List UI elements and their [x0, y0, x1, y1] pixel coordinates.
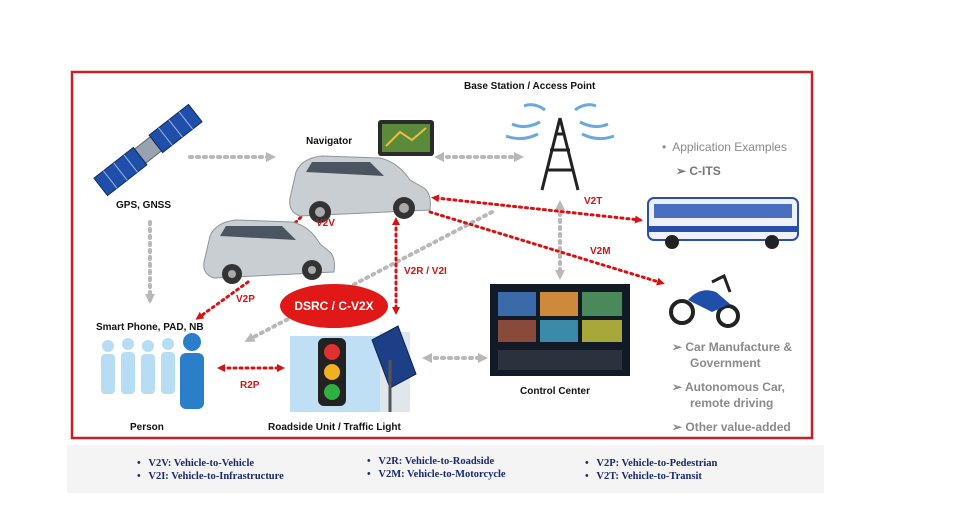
app-item-text: C-ITS — [689, 164, 721, 178]
base-station-label: Base Station / Access Point — [464, 81, 596, 92]
app-item-text: Other value-added — [685, 420, 791, 434]
base-to-phone-link — [244, 210, 494, 342]
car-second-icon — [203, 219, 335, 284]
legend-column-2: • V2R: Vehicle-to-Roadside • V2M: Vehicl… — [367, 456, 506, 482]
dsrc-label: DSRC / C-V2X — [294, 299, 374, 313]
legend-item: • V2I: Vehicle-to-Infrastructure — [137, 471, 284, 482]
v2v-label: V2V — [316, 218, 335, 229]
legend-item: • V2T: Vehicle-to-Transit — [585, 471, 702, 482]
legend-item: • V2R: Vehicle-to-Roadside — [367, 456, 495, 467]
legend-item-text: V2I: Vehicle-to-Infrastructure — [148, 471, 284, 482]
person-label: Person — [130, 422, 164, 433]
legend-column-3: • V2P: Vehicle-to-Pedestrian • V2T: Vehi… — [585, 458, 717, 484]
gray-links — [145, 152, 565, 363]
legend-band — [67, 445, 824, 493]
solar-panel-icon — [371, 325, 417, 412]
satellite-icon — [93, 103, 203, 197]
legend-item-text: V2M: Vehicle-to-Motorcycle — [378, 469, 506, 480]
app-item-autonomous-car: ➢ Autonomous Car, — [672, 380, 785, 394]
dsrc-badge: DSRC / C-V2X — [280, 284, 388, 328]
legend-column-1: • V2V: Vehicle-to-Vehicle • V2I: Vehicle… — [137, 458, 284, 484]
motorcycle-icon — [669, 273, 740, 328]
v2p-link — [195, 280, 250, 320]
app-heading-text: Application Examples — [672, 140, 787, 154]
app-item-text: remote driving — [690, 396, 774, 410]
app-item-c-its: ➢ C-ITS — [676, 164, 721, 178]
control-center-label: Control Center — [520, 386, 590, 397]
v2r-label: V2R / V2I — [404, 266, 447, 277]
v2m-link — [428, 210, 665, 286]
v2p-label: V2P — [236, 294, 255, 305]
legend-item-text: V2R: Vehicle-to-Roadside — [378, 456, 495, 467]
smartphone-label: Smart Phone, PAD, NB — [96, 322, 204, 333]
app-item-text: Autonomous Car, — [684, 380, 785, 394]
app-item-text: Car Manufacture & — [685, 340, 793, 354]
legend-item: • V2P: Vehicle-to-Pedestrian — [585, 458, 718, 469]
v2t-link — [431, 194, 643, 224]
legend-item-text: V2P: Vehicle-to-Pedestrian — [596, 458, 718, 469]
traffic-light-icon — [290, 336, 382, 412]
r2p-label: R2P — [240, 380, 260, 391]
legend-item-text: V2T: Vehicle-to-Transit — [596, 471, 702, 482]
tower-icon — [505, 103, 615, 191]
v2m-label: V2M — [590, 246, 611, 257]
app-item-government: Government — [690, 356, 761, 370]
people-icon — [101, 333, 204, 409]
v2t-label: V2T — [584, 196, 603, 207]
app-item-other-value-added: ➢ Other value-added — [672, 420, 791, 434]
car-main-icon — [289, 155, 431, 223]
navigator-label: Navigator — [306, 136, 353, 147]
app-item-remote-driving: remote driving — [690, 396, 773, 410]
app-heading: • Application Examples — [662, 140, 787, 154]
legend-item: • V2V: Vehicle-to-Vehicle — [137, 458, 255, 469]
gps-label: GPS, GNSS — [116, 200, 172, 211]
navigator-device-icon — [378, 120, 434, 156]
roadside-label: Roadside Unit / Traffic Light — [268, 422, 401, 433]
abbreviation-legend: • V2V: Vehicle-to-Vehicle • V2I: Vehicle… — [67, 448, 817, 493]
app-item-car-manufacture: ➢ Car Manufacture & — [672, 340, 793, 354]
bus-icon — [647, 197, 799, 249]
legend-item: • V2M: Vehicle-to-Motorcycle — [367, 469, 506, 480]
control-center-icon — [490, 284, 630, 376]
legend-item-text: V2V: Vehicle-to-Vehicle — [148, 458, 255, 469]
app-item-text: Government — [690, 356, 761, 370]
